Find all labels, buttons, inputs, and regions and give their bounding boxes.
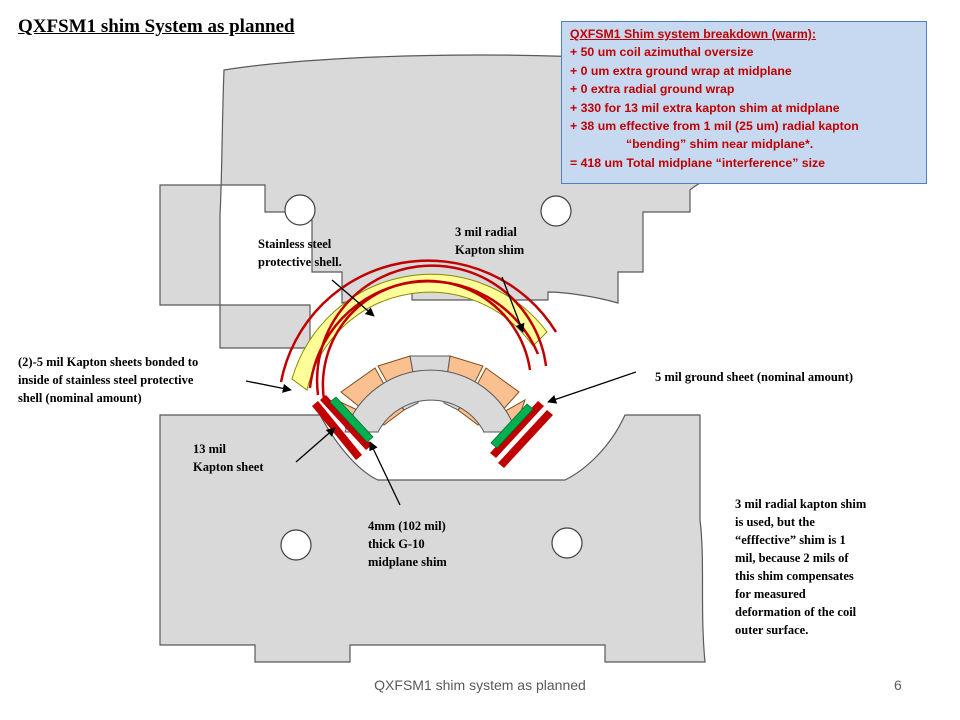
breakdown-line: + 0 um extra ground wrap at midplane bbox=[570, 63, 792, 78]
breakdown-line: = 418 um Total midplane “interference” s… bbox=[570, 155, 826, 170]
g10-midplane-shim bbox=[490, 403, 534, 449]
footer-text: QXFSM1 shim system as planned bbox=[374, 677, 586, 693]
kapton-sheet-13mil bbox=[490, 401, 544, 458]
kapton-sheet-13mil bbox=[320, 395, 372, 450]
bore bbox=[344, 369, 517, 433]
label-ground-sheet: 5 mil ground sheet (nominal amount) bbox=[655, 370, 854, 384]
label-stainless-shell: Stainless steel protective shell. bbox=[258, 237, 342, 269]
kapton-sheet-13mil bbox=[498, 410, 553, 468]
kapton-arc-outer-1 bbox=[315, 264, 548, 396]
arrow-kapton-sheets bbox=[245, 380, 292, 393]
breakdown-line: + 330 for 13 mil extra kapton shim at mi… bbox=[570, 100, 840, 115]
arrow-stainless-shell bbox=[331, 279, 375, 317]
label-g10-shim: 4mm (102 mil) thick G-10 midplane shim bbox=[368, 519, 447, 569]
g10-midplane-shim bbox=[329, 396, 374, 443]
arrow-ground-sheet bbox=[547, 371, 637, 404]
breakdown-line: “bending” shim near midplane*. bbox=[626, 137, 814, 152]
arrow-13mil-kapton bbox=[295, 427, 336, 463]
page-number: 6 bbox=[894, 677, 902, 693]
bolt-hole bbox=[284, 194, 316, 226]
arrow-g10-shim bbox=[369, 441, 401, 506]
kapton-arc-outer-3 bbox=[279, 259, 558, 383]
arrow-radial-kapton bbox=[501, 276, 525, 333]
page-title: QXFSM1 shim System as planned bbox=[18, 16, 295, 37]
breakdown-line: + 38 um effective from 1 mil (25 um) rad… bbox=[570, 119, 859, 134]
label-kapton-sheets: (2)-5 mil Kapton sheets bonded to inside… bbox=[18, 355, 199, 405]
label-13mil-kapton: 13 mil Kapton sheet bbox=[193, 442, 264, 474]
breakdown-line: + 0 extra radial ground wrap bbox=[570, 82, 735, 97]
bolt-hole bbox=[551, 527, 583, 559]
bolt-hole bbox=[540, 195, 572, 227]
bolt-hole bbox=[280, 529, 312, 561]
kapton-sheet-13mil bbox=[312, 401, 362, 460]
label-radial-kapton: 3 mil radial Kapton shim bbox=[455, 225, 525, 257]
breakdown-line: + 50 um coil azimuthal oversize bbox=[570, 45, 754, 60]
breakdown-header: QXFSM1 Shim system breakdown (warm): bbox=[570, 27, 816, 41]
label-shim-note: 3 mil radial kapton shim is used, but th… bbox=[735, 497, 867, 637]
bottom-structure bbox=[159, 414, 706, 663]
ground-sheet-arc bbox=[321, 279, 532, 401]
shim-breakdown-box: QXFSM1 Shim system breakdown (warm): + 5… bbox=[561, 21, 927, 184]
